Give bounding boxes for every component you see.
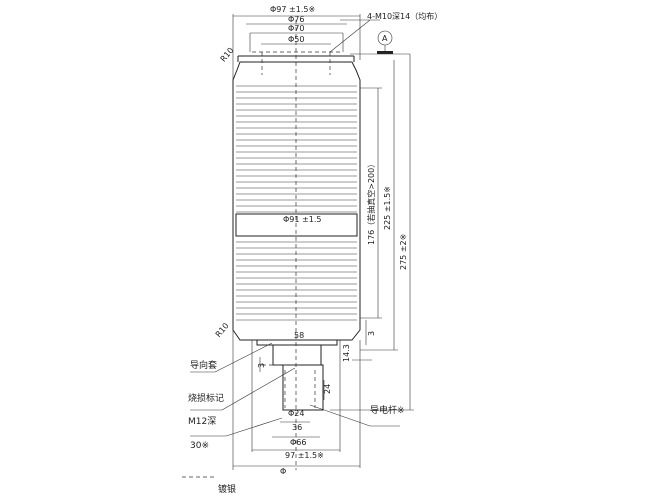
dim-70: Φ70	[288, 24, 304, 33]
height-dimensions	[330, 54, 414, 411]
dim-24: 24	[323, 384, 332, 394]
label-chamfer: 30※	[190, 441, 209, 451]
dim-bottom-outer: 97 ±1.5※	[285, 451, 324, 460]
dim-top-outer: Φ97 ±1.5※	[270, 5, 315, 14]
datum-label: A	[382, 34, 388, 43]
dim-225: 225 ±1.5※	[383, 186, 392, 230]
dim-dia-24: Φ24	[288, 409, 304, 418]
leader-lines	[182, 342, 400, 478]
dim-bottom-radius: R10	[214, 321, 231, 339]
dim-14-3: 14.3	[342, 344, 351, 362]
dim-overall: Φ	[280, 467, 286, 476]
dim-36: 36	[292, 423, 302, 432]
interrupter-body	[232, 55, 361, 341]
dim-66: Φ66	[290, 438, 306, 447]
dim-mid-dia: Φ91 ±1.5	[283, 215, 321, 224]
dim-275: 275 ±2※	[399, 234, 408, 270]
datum-marker	[377, 51, 393, 54]
label-guide-sleeve: 导向套	[190, 359, 217, 371]
dim-176: 176（若抽真空>200）	[366, 160, 376, 245]
bellows-ribs	[236, 85, 357, 321]
label-m12: M12深	[188, 416, 216, 427]
dim-thread-holes: 4-M10深14（均布）	[367, 11, 442, 21]
bottom-assembly	[233, 339, 361, 468]
dim-58: 58	[294, 331, 304, 340]
label-wear-mark: 烧损标记	[188, 392, 224, 404]
dim-50: Φ50	[288, 35, 304, 44]
label-conductive-rod: 导电杆※	[370, 404, 405, 416]
dim-76: Φ76	[288, 15, 304, 24]
dim-step-3-right: 3	[367, 331, 376, 336]
legend-silver: 镀银	[218, 483, 236, 495]
dim-step-3-left: 3	[257, 363, 266, 368]
